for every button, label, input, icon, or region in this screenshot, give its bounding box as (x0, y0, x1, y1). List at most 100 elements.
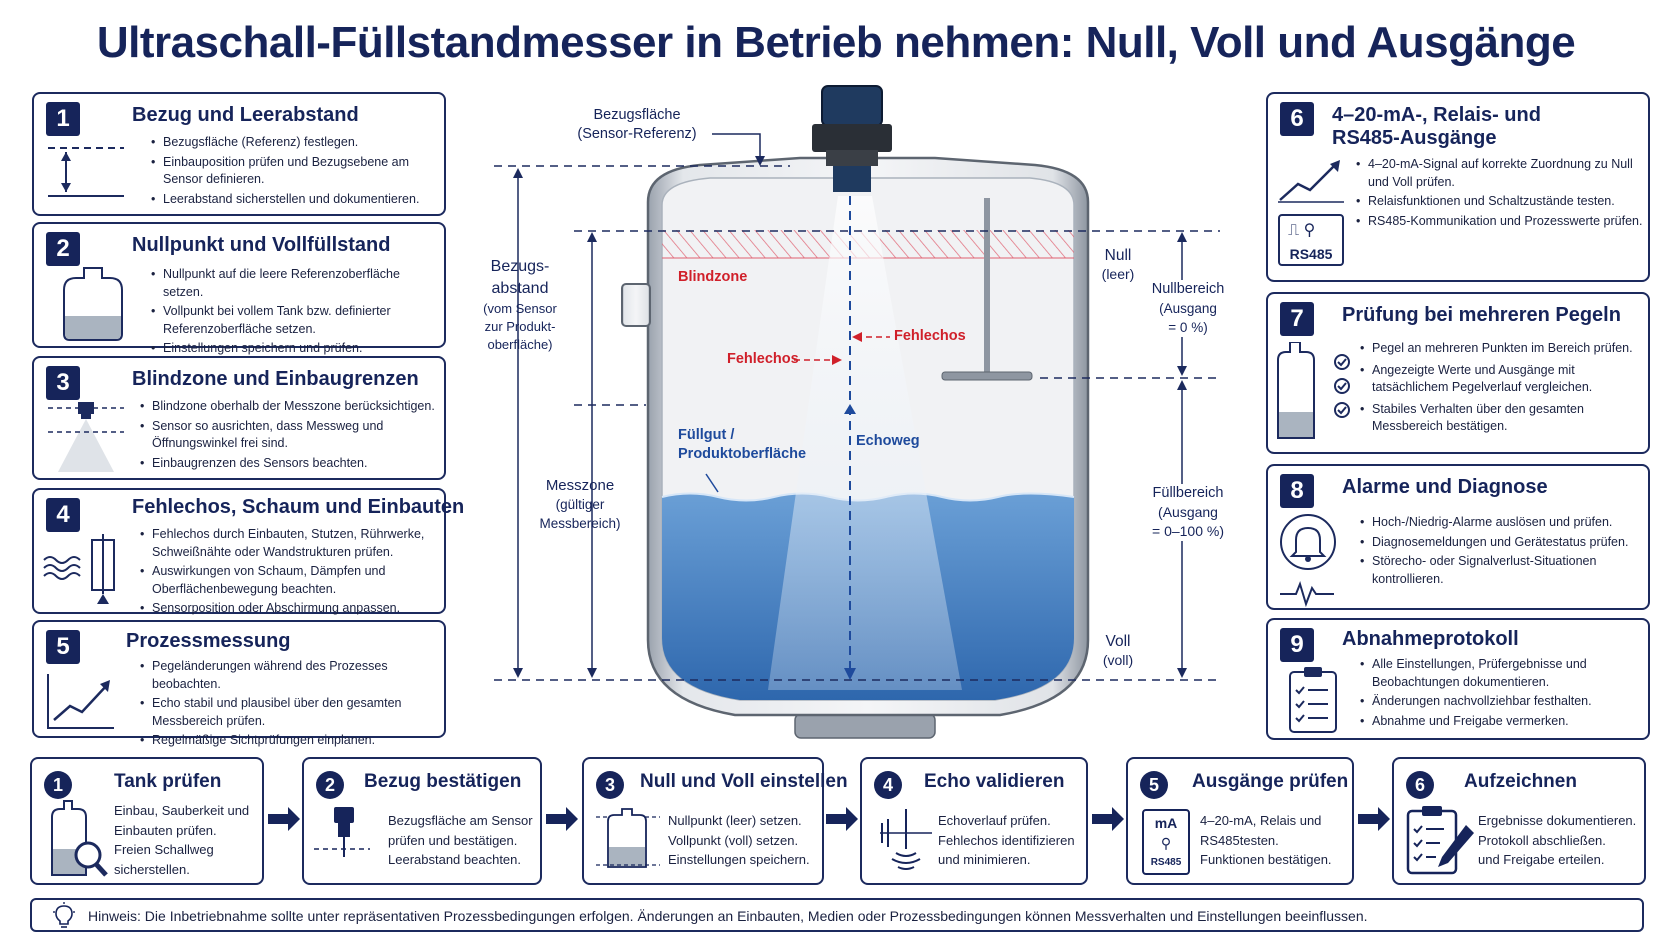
list-item: Vollpunkt bei vollem Tank bzw. definiert… (151, 303, 443, 338)
card-list: Blindzone oberhalb der Messzone berücksi… (140, 398, 442, 474)
step-text: Einbau, Sauberkeit und Einbauten prüfen.… (114, 803, 250, 877)
card-list: Pegeländerungen während des Prozesses be… (140, 658, 444, 752)
list-item: Einstellungen speichern und prüfen. (151, 340, 443, 358)
step-title: Bezug bestätigen (364, 771, 522, 792)
card-6-ausgaenge: 6 4–20-mA-, Relais- und RS485-Ausgänge R… (1266, 92, 1650, 282)
card-number: 1 (46, 102, 80, 136)
card-4-fehlechos: 4 Fehlechos, Schaum und Einbauten Fehlec… (32, 488, 464, 617)
label-fuellgut: Füllgut / Produktoberfläche (678, 427, 807, 462)
label-fehlechos-left: Fehlechos (727, 351, 799, 367)
card-list: Fehlechos durch Einbauten, Stutzen, Rühr… (140, 526, 442, 620)
card-number: 3 (46, 366, 80, 400)
distance-icon (48, 147, 124, 197)
list-item: Störecho- oder Signalverlust-Situationen… (1360, 553, 1646, 588)
card-title: Fehlechos, Schaum und Einbauten (132, 496, 465, 518)
card-number: 4 (46, 498, 80, 532)
step-4-echo-validieren: 4 Echo validieren Echoverlauf prüfen. Fe… (860, 757, 1088, 885)
step-6-aufzeichnen: 6 Aufzeichnen Ergebnisse dokumentieren. … (1392, 757, 1646, 885)
output-module-icon: mA ⚲ RS485 (1142, 809, 1190, 875)
side-nozzle (621, 283, 651, 327)
list-item: Alle Einstellungen, Prüfergebnisse und B… (1360, 656, 1646, 691)
trend-chart-icon (47, 674, 114, 729)
rs485-label: RS485 (1289, 246, 1333, 262)
rs485-icon: RS485 ⎍ ⚲ (1278, 214, 1344, 266)
flow-arrow-icon (268, 807, 300, 831)
flow-arrow-icon (546, 807, 578, 831)
bell-icon (1280, 514, 1336, 608)
step-title: Ausgänge prüfen (1192, 771, 1349, 792)
list-item: Sensor so ausrichten, dass Messweg und Ö… (140, 418, 442, 453)
step-title: Tank prüfen (114, 771, 222, 792)
sensor-cap (821, 85, 883, 127)
card-number: 2 (46, 232, 80, 266)
plug-icon: ⎍ ⚲ (1288, 222, 1316, 239)
card-number: 5 (46, 630, 80, 664)
plug-icon: ⚲ (1160, 835, 1172, 851)
step-title: Null und Voll einstellen (640, 771, 848, 792)
list-item: Auswirkungen von Schaum, Dämpfen und Obe… (140, 563, 442, 598)
card-7-pruefung: 7 Prüfung bei mehreren Pegeln Pegel an m… (1266, 292, 1650, 454)
list-item: Abnahme und Freigabe vermerken. (1360, 713, 1646, 731)
card-number: 8 (1280, 474, 1314, 508)
step-text: Nullpunkt (leer) setzen. Vollpunkt (voll… (668, 813, 810, 867)
list-item: Regelmäßige Sichtprüfungen einplanen. (140, 732, 444, 750)
ultrasonic-beam (768, 196, 962, 690)
card-number: 9 (1280, 628, 1314, 662)
page-title: Ultraschall-Füllstandmesser in Betrieb n… (96, 18, 1576, 67)
card-list: 4–20-mA-Signal auf korrekte Zuordnung zu… (1356, 156, 1646, 232)
list-item: Änderungen nachvollziehbar festhalten. (1360, 693, 1646, 711)
label-echoweg: Echoweg (856, 433, 920, 449)
list-item: Leerabstand sicherstellen und dokumentie… (151, 191, 441, 209)
flow-arrow-icon (1358, 807, 1390, 831)
list-item: Einbaugrenzen des Sensors beachten. (140, 455, 442, 473)
lightbulb-icon (53, 902, 75, 928)
tank-levels-icon (596, 808, 660, 868)
list-item: RS485-Kommunikation und Prozesswerte prü… (1356, 213, 1646, 231)
trend-icon (1278, 160, 1344, 203)
list-item: Einbauposition prüfen und Bezugsebene am… (151, 154, 441, 189)
list-item: Nullpunkt auf die leere Referenzoberfläc… (151, 266, 443, 301)
list-item: Bezugsfläche (Referenz) festlegen. (151, 134, 441, 152)
step-text: Bezugsfläche am Sensor prüfen und bestät… (388, 813, 533, 867)
list-item: Sensorposition oder Abschirmung anpassen… (140, 600, 442, 618)
tank-diagram (494, 85, 1220, 739)
card-list: Hoch-/Niedrig-Alarme auslösen und prüfen… (1360, 514, 1646, 590)
clipboard-pen-icon (1406, 806, 1474, 875)
step-number: 5 (1140, 771, 1168, 799)
step-3-null-voll: 3 Null und Voll einstellen Nullpunkt (le… (582, 757, 848, 885)
label-bezugsflaeche: Bezugsfläche (Sensor-Referenz) (577, 107, 697, 142)
label-messzone: Messzone (gültiger Messbereich) (539, 477, 621, 531)
card-2-nullpunkt: 2 Nullpunkt und Vollfüllstand Nullpunkt … (32, 222, 446, 357)
step-title: Echo validieren (924, 771, 1065, 792)
list-item: 4–20-mA-Signal auf korrekte Zuordnung zu… (1356, 156, 1646, 191)
step-number: 1 (44, 771, 72, 799)
card-title: Nullpunkt und Vollfüllstand (132, 234, 391, 256)
tank-magnifier-icon (51, 800, 108, 877)
flow-arrow-icon (1092, 807, 1124, 831)
card-title: RS485-Ausgänge (1332, 127, 1497, 149)
step-text: Echoverlauf prüfen. Fehlechos identifizi… (938, 813, 1075, 867)
card-title: Blindzone und Einbaugrenzen (132, 368, 419, 390)
label-bezugsabstand: Bezugs- abstand (vom Sensor zur Produkt-… (483, 258, 557, 352)
label-nullbereich: Nullbereich (Ausgang = 0 %) (1142, 280, 1234, 337)
card-title: Bezug und Leerabstand (132, 104, 359, 126)
label-voll: Voll (voll) (1102, 633, 1134, 668)
card-number: 6 (1280, 102, 1314, 136)
hint-text: Hinweis: Die Inbetriebnahme sollte unter… (88, 908, 1368, 924)
list-item: Pegel an mehreren Punkten im Bereich prü… (1360, 340, 1646, 358)
tank-base (794, 713, 936, 739)
step-number: 4 (874, 771, 902, 799)
card-title: Abnahmeprotokoll (1342, 628, 1519, 650)
list-item: Stabiles Verhalten über den gesamten Mes… (1360, 401, 1646, 436)
list-item: Fehlechos durch Einbauten, Stutzen, Rühr… (140, 526, 442, 561)
card-list: Alle Einstellungen, Prüfergebnisse und B… (1360, 656, 1646, 732)
list-item: Blindzone oberhalb der Messzone berücksi… (140, 398, 442, 416)
card-1-bezug: 1 Bezug und Leerabstand Bezugsfläche (Re… (32, 92, 446, 216)
label-null: Null (leer) (1101, 247, 1135, 282)
card-title: Prüfung bei mehreren Pegeln (1342, 304, 1621, 326)
step-number: 6 (1406, 771, 1434, 799)
step-1-tank-pruefen: 1 Tank prüfen Einbau, Sauberkeit und Ein… (30, 757, 264, 885)
card-list: Pegel an mehreren Punkten im Bereich prü… (1360, 340, 1646, 438)
agitator-shaft (984, 198, 990, 378)
label-fehlechos-right: Fehlechos (894, 328, 966, 344)
